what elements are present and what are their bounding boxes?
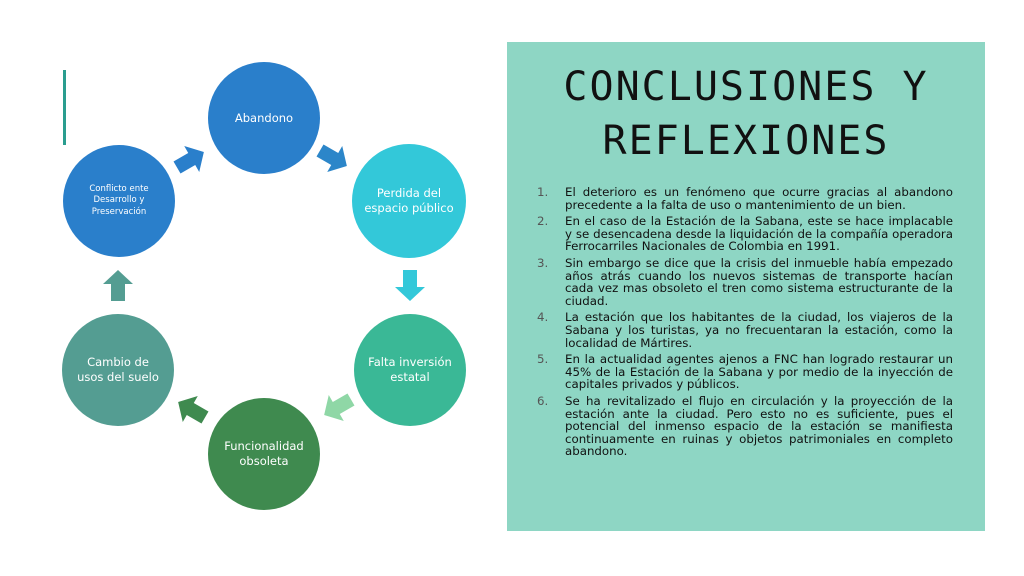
item-number: 6. (537, 393, 549, 408)
arrow-abandono-to-perdida (316, 144, 347, 172)
node-label-conflicto: Conflicto ente Desarrollo y Preservación (89, 184, 149, 217)
item-text: El deterioro es un fenómeno que ocurre g… (565, 185, 953, 212)
item-text: La estación que los habitantes de la ciu… (565, 310, 953, 350)
list-item: 4. La estación que los habitantes de la c… (537, 311, 953, 349)
arrow-conflicto-to-abandono (173, 146, 204, 174)
node-abandono (208, 62, 320, 174)
cycle-diagram (62, 62, 466, 510)
arrow-cambio-to-conflicto (103, 270, 133, 301)
item-number: 2. (537, 214, 549, 229)
node-perdida (352, 144, 466, 258)
item-text: Se ha revitalizado el flujo en circulaci… (565, 393, 953, 459)
list-item: 3. Sin embargo se dice que la crisis del … (537, 257, 953, 307)
item-number: 1. (537, 185, 549, 199)
item-number: 5. (537, 352, 549, 367)
item-number: 3. (537, 255, 549, 270)
conclusions-list: 1. El deterioro es un fenómeno que ocurre… (537, 186, 953, 462)
node-cambio (62, 314, 174, 426)
node-label-funcionalidad: Funcionalidad obsoleta (224, 439, 304, 468)
node-label-abandono: Abandono (234, 110, 294, 125)
node-funcionalidad (208, 398, 320, 510)
item-text: En la actualidad agentes ajenos a FNC ha… (565, 352, 953, 392)
node-falta (354, 314, 466, 426)
arrow-falta-to-funcionalidad (324, 393, 355, 421)
panel-title: CONCLUSIONES Y REFLEXIONES (563, 64, 929, 164)
list-item: 6. Se ha revitalizado el flujo en circula… (537, 395, 953, 458)
accent-bar (63, 70, 66, 145)
item-number: 4. (537, 310, 549, 325)
list-item: 2. En el caso de la Estación de la Sabana… (537, 215, 953, 253)
list-item: 1. El deterioro es un fenómeno que ocurre… (537, 186, 953, 211)
conclusions-panel: CONCLUSIONES Y REFLEXIONES 1. El deterior… (507, 42, 985, 531)
list-item: 5. En la actualidad agentes ajenos a FNC … (537, 353, 953, 391)
item-text: En el caso de la Estación de la Sabana, … (565, 214, 953, 254)
node-label-perdida: Perdida del espacio público (364, 186, 454, 215)
node-conflicto (63, 145, 175, 257)
arrow-funcionalidad-to-cambio (178, 396, 209, 424)
node-label-cambio: Cambio de usos del suelo (77, 355, 159, 384)
item-text: Sin embargo se dice que la crisis del in… (565, 255, 953, 308)
node-label-falta: Falta inversión estatal (368, 355, 452, 384)
arrow-perdida-to-falta (395, 270, 425, 301)
